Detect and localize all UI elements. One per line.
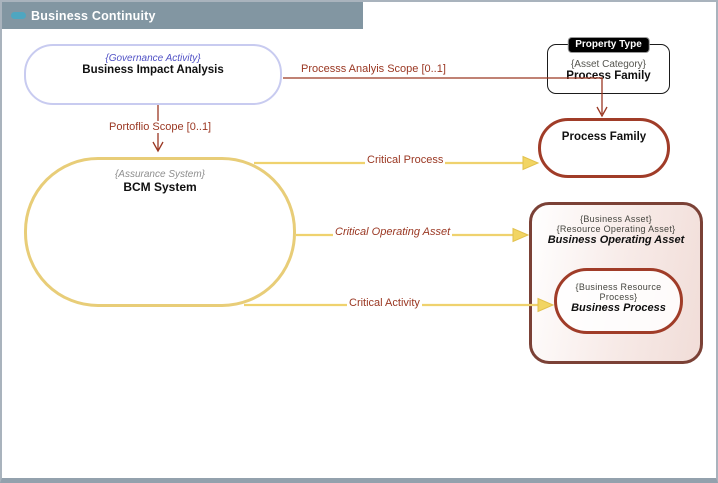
label-critical-activity[interactable]: Critical Activity <box>347 297 422 309</box>
property-type-tag: Property Type <box>568 38 649 52</box>
bcm-stereotype: {Assurance System} <box>114 169 206 180</box>
diagram-title: Business Continuity <box>31 8 156 23</box>
bia-stereotype: {Governance Activity} <box>105 53 201 64</box>
bia-name: Business Impact Analysis <box>82 64 224 76</box>
portfolio-scope-arrowhead <box>152 141 164 153</box>
operating-asset-stereotype-2: {Resource Operating Asset} <box>556 224 676 234</box>
diagram-title-bar: Business Continuity <box>2 2 363 29</box>
node-process-family[interactable]: Process Family <box>538 118 670 178</box>
operating-asset-name: Business Operating Asset <box>547 234 685 246</box>
node-bcm-system[interactable]: {Assurance System} BCM System <box>24 157 296 307</box>
diagram-icon <box>11 12 26 19</box>
business-process-name: Business Process <box>571 302 666 314</box>
critical-operating-asset-arrowhead <box>512 227 530 243</box>
critical-process-arrowhead <box>522 155 540 171</box>
bcm-name: BCM System <box>123 180 197 194</box>
process-family-name: Process Family <box>561 131 647 143</box>
operating-asset-stereotype-1: {Business Asset} <box>580 214 652 224</box>
label-critical-operating-asset[interactable]: Critical Operating Asset <box>333 226 453 238</box>
label-portfolio-scope[interactable]: Portoflio Scope [0..1] <box>107 121 214 133</box>
label-critical-process[interactable]: Critical Process <box>365 154 446 166</box>
property-type-name: Process Family <box>566 70 651 82</box>
label-process-analysis-scope[interactable]: Processs Analyis Scope [0..1] <box>299 63 448 75</box>
node-property-type[interactable]: Property Type {Asset Category} Process F… <box>547 38 670 94</box>
property-type-stereotype: {Asset Category} <box>570 59 647 70</box>
node-business-impact-analysis[interactable]: {Governance Activity} Business Impact An… <box>24 44 282 105</box>
node-business-process[interactable]: {Business Resource Process} Business Pro… <box>554 268 683 334</box>
process-analysis-scope-arrowhead <box>596 106 608 118</box>
business-process-stereotype: {Business Resource Process} <box>575 282 662 302</box>
